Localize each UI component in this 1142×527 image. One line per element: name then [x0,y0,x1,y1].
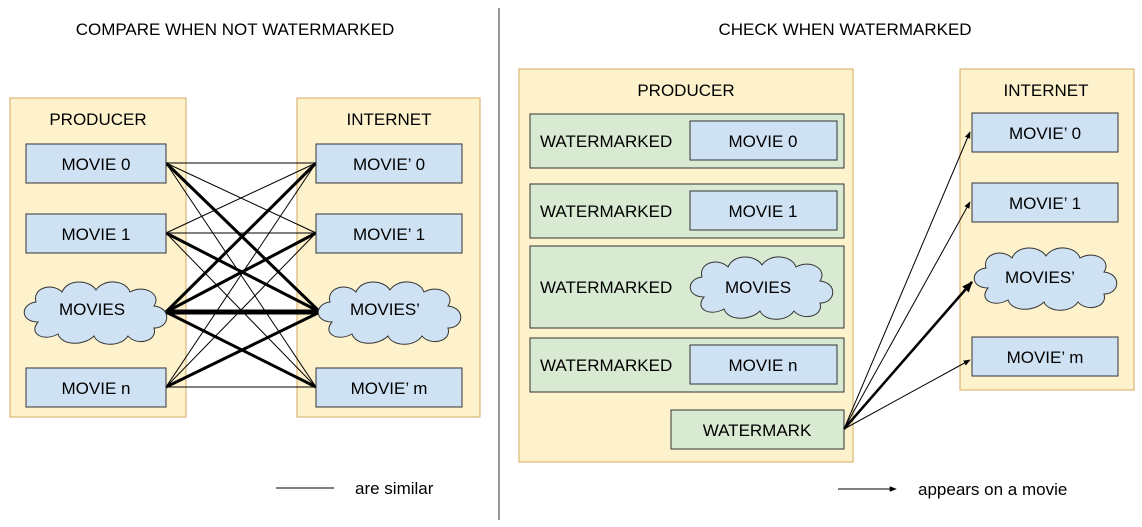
left-title: COMPARE WHEN NOT WATERMARKED [76,20,395,39]
right-movie-n-box [689,344,838,385]
right-producer-label: PRODUCER [637,81,734,100]
right-movies-label: MOVIES [725,278,791,297]
left-movie-prime-0-label: MOVIE’ 0 [353,155,425,174]
left-movie-1-label: MOVIE 1 [62,225,131,244]
watermark-box [670,409,845,450]
right-movies-prime-label: MOVIES’ [1005,268,1075,287]
similarity-line [165,310,321,389]
appears-arrows [843,131,973,430]
similarity-line [165,162,317,388]
left-movie-n-label: MOVIE n [62,379,131,398]
arrow-to-movie-prime-1 [843,201,971,430]
left-movies-prime-cloud [317,281,462,345]
right-internet-label: INTERNET [1004,81,1089,100]
right-movies-cloud [689,256,834,320]
right-movie-prime-0-box [971,112,1119,153]
similarity-line [165,231,317,314]
right-movie-prime-1-box [971,182,1119,223]
left-internet-label: INTERNET [347,110,432,129]
watermarked-row-0-label: WATERMARKED [540,132,672,151]
right-movie-prime-m-label: MOVIE’ m [1007,348,1084,367]
right-movie-prime-m-box [971,336,1119,377]
left-movie-prime-1-box [315,213,463,254]
right-movie-0-label: MOVIE 0 [729,132,798,151]
similarity-line [165,162,317,234]
right-movie-1-box [689,190,838,231]
right-movies-prime-cloud [973,247,1118,311]
right-movie-prime-0-label: MOVIE’ 0 [1009,124,1081,143]
arrow-to-movies-prime [843,281,973,430]
right-movie-prime-1-label: MOVIE’ 1 [1009,194,1081,213]
similarity-line [165,232,317,388]
right-title: CHECK WHEN WATERMARKED [718,20,971,39]
right-movie-0-box [689,120,838,161]
left-movie-prime-m-label: MOVIE’ m [351,379,428,398]
right-movie-n-label: MOVIE n [729,356,798,375]
left-movie-prime-m-box [315,367,463,408]
left-movies-label: MOVIES [59,300,125,319]
watermarked-row-2-label: WATERMARKED [540,278,672,297]
arrow-to-movie-prime-m [843,359,971,430]
left-movies-prime-label: MOVIES’ [350,300,420,319]
watermarked-row-3-label: WATERMARKED [540,356,672,375]
left-movie-0-label: MOVIE 0 [62,155,131,174]
watermark-label: WATERMARK [703,421,812,440]
left-movie-n-box [25,367,167,408]
arrow-to-movie-prime-0 [843,131,971,430]
similarity-line [164,161,318,314]
right-movie-1-label: MOVIE 1 [729,202,798,221]
left-movie-prime-1-label: MOVIE’ 1 [353,225,425,244]
left-movies-cloud [23,281,168,345]
left-movie-prime-0-box [315,143,463,184]
left-movie-0-box [25,143,167,184]
left-producer-label: PRODUCER [49,110,146,129]
left-movie-1-box [25,213,167,254]
watermarked-row-1-label: WATERMARKED [540,202,672,221]
left-legend-label: are similar [355,479,434,498]
right-legend-label: appears on a movie [918,480,1067,499]
similarity-lines [164,161,322,389]
